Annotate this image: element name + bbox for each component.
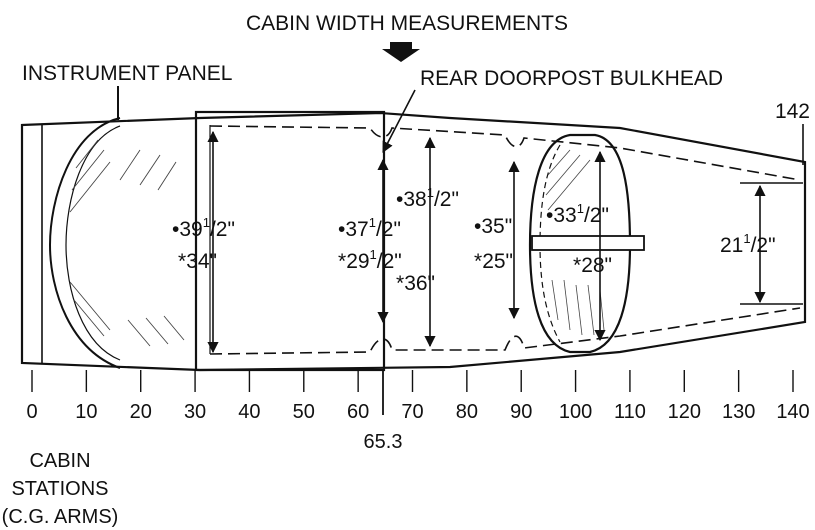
station-label-80: 80: [456, 401, 478, 423]
station-label-10: 10: [75, 401, 97, 423]
instrument-panel-label: INSTRUMENT PANEL: [22, 62, 232, 85]
width-measurement-m4: *291/2": [338, 247, 402, 273]
station-label-70: 70: [401, 401, 423, 423]
width-measurement-m8: *25": [474, 250, 513, 273]
instrument-panel-shape: [48, 117, 121, 369]
station-label-140: 140: [776, 401, 809, 423]
rear-doorpost-label: REAR DOORPOST BULKHEAD: [420, 67, 723, 90]
width-measurement-m10: *28": [573, 254, 612, 277]
width-measurement-m6: *36": [396, 272, 435, 295]
width-measurement-m5: •381/2": [396, 185, 459, 211]
station-label-0: 0: [26, 401, 37, 423]
station-label-40: 40: [238, 401, 260, 423]
width-measurement-m11: 211/2": [720, 231, 776, 257]
width-measurement-m7: •35": [474, 215, 512, 238]
station-label-60: 60: [347, 401, 369, 423]
footer-cabin: CABIN: [29, 450, 90, 472]
diagram-title: CABIN WIDTH MEASUREMENTS: [246, 12, 568, 35]
footer-stations: STATIONS: [11, 478, 108, 500]
station-label-100: 100: [559, 401, 592, 423]
station-label-110: 110: [614, 401, 646, 423]
rear-doorpost-leader: [382, 89, 416, 153]
interior-dashed-outline: [209, 125, 801, 355]
station-label-50: 50: [293, 401, 315, 423]
instrument-panel-inner: [65, 125, 121, 361]
station-label-120: 120: [668, 401, 701, 423]
windshield-hatching: [69, 139, 185, 347]
fuselage-outline: [20, 111, 807, 372]
bulkhead-hatching: [545, 149, 605, 336]
station-label-130: 130: [722, 401, 755, 423]
station-label-90: 90: [510, 401, 532, 423]
title-pointer-arrow: [382, 42, 420, 62]
footer-cg-arms: (C.G. ARMS): [2, 506, 119, 528]
measurement-labels: •391/2" *34" •371/2" *291/2" •381/2" *36" •35"…: [172, 185, 776, 295]
rear-bulkhead-oval: [528, 133, 632, 354]
width-measurement-m1: •391/2": [172, 215, 235, 241]
station-142-label: 142: [775, 100, 810, 123]
seat-divider-bar: [531, 235, 645, 251]
station-axis: 0 10 20 30 40 50 60 70 80 90 100 110 120 130 140: [26, 370, 810, 423]
width-measurement-m3: •371/2": [338, 215, 401, 241]
station-label-20: 20: [130, 401, 152, 423]
station-65-3-label: 65.3: [364, 431, 403, 453]
width-measurement-m2: *34": [178, 250, 217, 273]
width-measurement-m9: •331/2": [546, 201, 609, 227]
cabin-section: [194, 110, 386, 372]
station-label-30: 30: [184, 401, 206, 423]
